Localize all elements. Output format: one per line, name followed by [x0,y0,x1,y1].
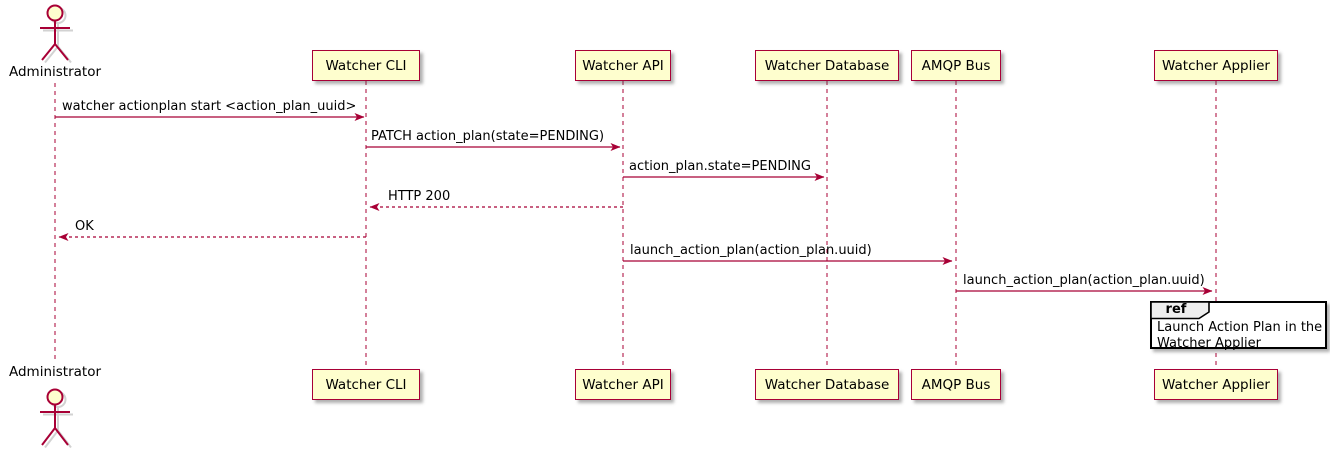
actor-label-administrator-top: Administrator [8,64,102,80]
participant-label: Watcher CLI [325,57,407,74]
participant-label: AMQP Bus [921,57,991,74]
ref-fragment: ref Launch Action Plan in the Watcher Ap… [1150,301,1327,351]
actor-figure-top [40,4,73,64]
ref-keyword: ref [1165,302,1187,317]
participant-label: Watcher CLI [325,376,407,393]
participant-box-amqp-bus-top: AMQP Bus [911,50,1001,81]
actor-figure-bottom [40,388,73,449]
message-label-4: HTTP 200 [388,189,451,204]
message-label-2: PATCH action_plan(state=PENDING) [371,129,605,144]
participant-box-watcher-database-top: Watcher Database [755,50,899,81]
participant-label: Watcher Applier [1162,376,1270,393]
message-label-3: action_plan.state=PENDING [629,159,811,174]
participant-label: AMQP Bus [921,376,991,393]
participant-label: Watcher Database [764,57,890,74]
actor-head [46,388,64,406]
participant-label: Watcher Database [764,376,890,393]
message-label-1: watcher actionplan start <action_plan_uu… [62,99,357,114]
participant-box-watcher-database-bottom: Watcher Database [755,369,899,400]
participant-box-watcher-applier-top: Watcher Applier [1154,50,1278,81]
participant-label: Watcher API [582,57,664,74]
participant-label: Watcher API [582,376,664,393]
lifelines [54,81,1217,369]
actor-body [40,20,70,61]
message-label-5: OK [75,219,94,234]
actor-label-administrator-bottom: Administrator [8,364,102,380]
ref-tab-shape [1150,301,1210,320]
actor-body [40,404,70,446]
message-label-6: launch_action_plan(action_plan.uuid) [630,243,872,258]
participant-box-watcher-cli-top: Watcher CLI [312,50,420,81]
participant-box-watcher-applier-bottom: Watcher Applier [1154,369,1278,400]
message-label-7: launch_action_plan(action_plan.uuid) [963,273,1205,288]
actor-head [46,4,64,22]
message-arrows [55,113,1213,295]
participant-box-watcher-cli-bottom: Watcher CLI [312,369,420,400]
participant-box-watcher-api-top: Watcher API [575,50,671,81]
participant-box-amqp-bus-bottom: AMQP Bus [911,369,1001,400]
participant-box-watcher-api-bottom: Watcher API [575,369,671,400]
participant-label: Watcher Applier [1162,57,1270,74]
ref-keyword-tab: ref [1150,301,1212,320]
ref-text: Launch Action Plan in the Watcher Applie… [1157,320,1323,351]
